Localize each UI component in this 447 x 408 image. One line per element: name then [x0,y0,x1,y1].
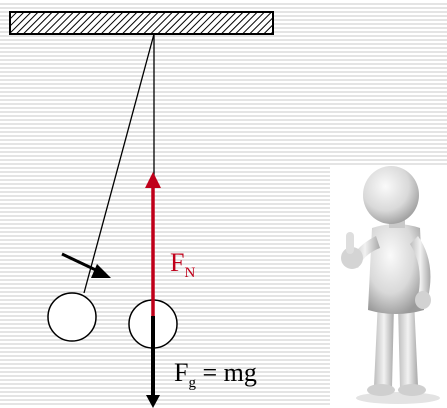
gravity-force-label: Fg = mg [174,358,257,391]
gravity-force-equation: = mg [195,358,257,387]
ceiling-hatched-support [9,11,274,35]
displaced-pendulum-bob [47,292,97,342]
motion-direction-arrow [61,252,111,278]
gravity-force-arrow [146,316,160,408]
displaced-pendulum-string [83,33,155,294]
normal-force-label: FN [170,248,195,281]
normal-force-arrow [145,172,161,320]
normal-force-subscript: N [184,265,196,281]
normal-force-symbol: F [170,248,185,277]
gravity-force-symbol: F [174,358,189,387]
thumbs-up-person-figure-icon [330,165,447,408]
gravity-force-subscript: g [188,375,196,391]
